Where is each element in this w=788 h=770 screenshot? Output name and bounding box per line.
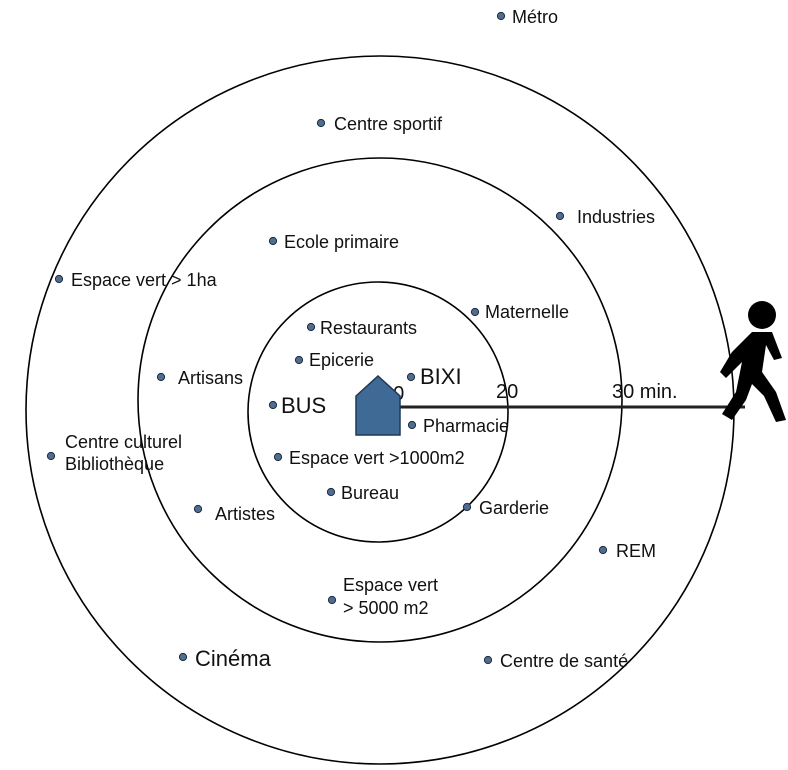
place-label: Artisans [178,368,243,388]
place-dot [326,487,336,497]
place-label-line1: Centre culturel [65,432,182,452]
place-label: Centre sportif [334,114,443,134]
place-dot [496,11,506,21]
place-bureau: Bureau [326,483,399,503]
place-label: BUS [281,393,326,418]
place-dot [54,274,64,284]
place-dot [327,595,337,605]
place-label: Industries [577,207,655,227]
place-label: REM [616,541,656,561]
ring-label-30: 30 min. [612,381,678,403]
place-maternelle: Maternelle [470,302,569,322]
place-label: Restaurants [320,318,417,338]
place-centre-de-sante: Centre de santé [483,651,628,671]
place-centre-culturel-bibliotheque: Centre culturel Bibliothèque [46,432,182,474]
walking-person-icon [720,301,786,422]
place-dot [156,372,166,382]
ring-20-min [137,157,623,643]
place-epicerie: Epicerie [294,350,374,370]
place-dot [193,504,203,514]
place-label: Espace vert >1000m2 [289,448,465,468]
place-label: Cinéma [195,646,272,671]
place-label: Artistes [215,504,275,524]
place-dot [483,655,493,665]
house-icon [355,374,401,436]
place-label: Maternelle [485,302,569,322]
place-metro: Métro [496,7,558,27]
place-industries: Industries [555,207,655,227]
place-dot [273,452,283,462]
place-label: Centre de santé [500,651,628,671]
place-label: Pharmacie [423,416,509,436]
place-espace-vert-5000m2: Espace vert > 5000 m2 [327,575,438,618]
place-dot [306,322,316,332]
ring-10-min [247,281,509,543]
place-centre-sportif: Centre sportif [316,114,443,134]
place-dot [462,502,472,512]
place-espace-vert-1000m2: Espace vert >1000m2 [273,448,465,468]
place-label: Ecole primaire [284,232,399,252]
place-dot [406,372,416,382]
place-bus: BUS [268,393,326,418]
place-ecole-primaire: Ecole primaire [268,232,399,252]
place-rem: REM [598,541,656,561]
ring-label-20: 20 [496,381,518,403]
place-label: Epicerie [309,350,374,370]
place-artistes: Artistes [193,504,275,524]
place-label-line2: Bibliothèque [65,454,164,474]
place-pharmacie: Pharmacie [407,416,509,436]
place-dot [598,545,608,555]
place-dot [268,400,278,410]
place-dot [407,420,417,430]
place-dot [294,355,304,365]
place-espace-vert-1ha: Espace vert > 1ha [54,270,218,290]
place-label-line1: Espace vert [343,575,438,595]
place-garderie: Garderie [462,498,549,518]
place-dot [316,118,326,128]
place-label: Métro [512,7,558,27]
place-cinema: Cinéma [178,646,272,671]
place-artisans: Artisans [156,368,243,388]
place-dot [178,652,188,662]
place-label: BIXI [420,364,462,389]
place-label-line2: > 5000 m2 [343,598,429,618]
place-dot [46,451,56,461]
place-dot [555,211,565,221]
place-bixi: BIXI [406,364,462,389]
place-dot [268,236,278,246]
place-dot [470,307,480,317]
place-label: Garderie [479,498,549,518]
place-label: Bureau [341,483,399,503]
place-restaurants: Restaurants [306,318,417,338]
place-label: Espace vert > 1ha [71,270,218,290]
